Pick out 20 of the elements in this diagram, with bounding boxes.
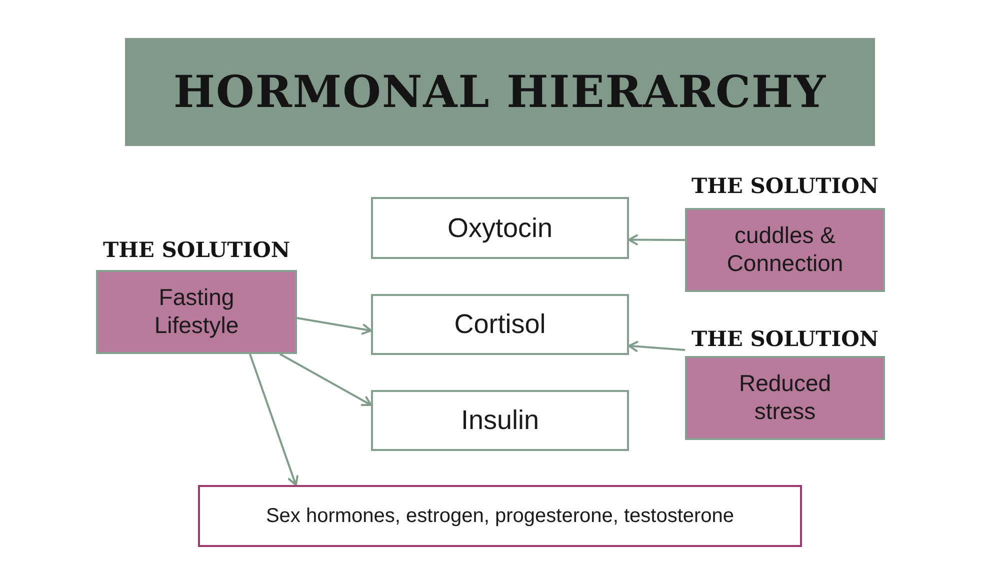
arrow [279, 353, 372, 406]
hormone-box [371, 390, 629, 451]
arrow [249, 354, 298, 486]
hormone-box [371, 294, 629, 355]
solution-label: Fasting Lifestyle [153, 284, 240, 340]
title: HORMONAL HIERARCHY [173, 66, 827, 118]
hormone-label: Sex hormones, estrogen, progesterone, testosterone [266, 504, 734, 528]
hormone-label: Insulin [460, 405, 540, 436]
arrow [628, 234, 685, 246]
hormone-box [371, 197, 629, 259]
solution-heading: THE SOLUTION [102, 236, 290, 264]
solution-heading: THE SOLUTION [691, 325, 879, 353]
hormone-label: Cortisol [454, 309, 546, 340]
arrow [296, 317, 372, 335]
hormone-label: Oxytocin [447, 212, 553, 244]
hormone-box [198, 485, 802, 547]
solution-label: cuddles & Connection [726, 222, 844, 278]
solution-heading: THE SOLUTION [691, 172, 879, 200]
arrow [628, 340, 686, 352]
solution-label: Reduced stress [738, 370, 832, 426]
